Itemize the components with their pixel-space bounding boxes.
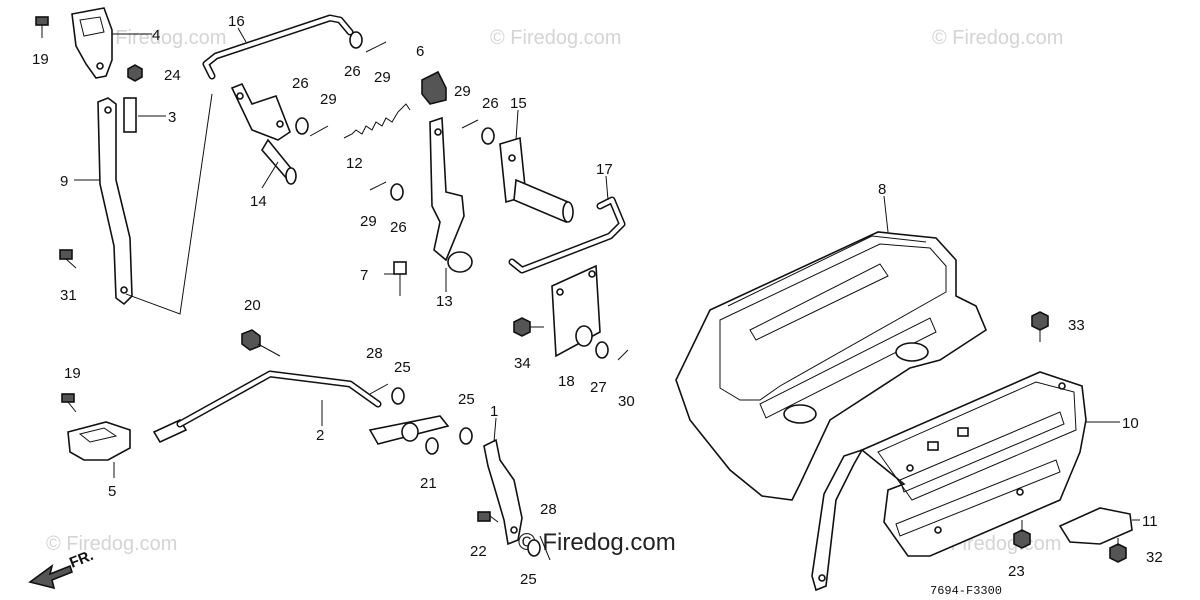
callout-17: 17 [596, 161, 613, 178]
part-rod-16 [202, 14, 354, 80]
part-bolt-19 [61, 393, 77, 413]
part-bolt-23 [1013, 520, 1031, 549]
part-knob-5 [67, 421, 131, 461]
part-washer-26 [295, 117, 309, 135]
part-bolt-33 [1031, 311, 1049, 342]
part-washer-25 [459, 427, 473, 445]
part-washer-21 [425, 437, 439, 455]
part-pin-30 [617, 349, 629, 361]
callout-23: 23 [1008, 563, 1025, 580]
part-bracket-13 [429, 116, 473, 273]
callout-26: 26 [482, 95, 499, 112]
watermark: © Firedog.com [490, 27, 621, 49]
callout-21: 21 [420, 475, 437, 492]
callout-6: 6 [416, 43, 424, 60]
part-pin-28 [369, 383, 389, 395]
callout-25: 25 [394, 359, 411, 376]
callout-34: 34 [514, 355, 531, 372]
part-nut-24 [127, 64, 143, 82]
part-plate-3 [123, 97, 137, 133]
part-bracket-10 [811, 371, 1087, 592]
callout-20: 20 [244, 297, 261, 314]
callout-29: 29 [320, 91, 337, 108]
callout-29: 29 [374, 69, 391, 86]
callout-2: 2 [316, 427, 324, 444]
part-washer-26 [390, 183, 404, 201]
callout-19: 19 [64, 365, 81, 382]
part-bolt-31 [59, 249, 77, 269]
part-arm-1 [483, 438, 523, 546]
watermark: © Firedog.com [95, 27, 226, 49]
front-direction-arrow [28, 564, 73, 590]
callout-25: 25 [520, 571, 537, 588]
callout-26: 26 [292, 75, 309, 92]
part-bracket-15 [499, 136, 574, 224]
part-cover-8 [675, 231, 987, 501]
callout-11: 11 [1142, 513, 1158, 530]
part-rod-2 [152, 370, 450, 445]
callout-30: 30 [618, 393, 635, 410]
callout-10: 10 [1122, 415, 1139, 432]
callout-26: 26 [390, 219, 407, 236]
part-rod-17 [508, 196, 626, 274]
part-washer-26 [481, 127, 495, 145]
part-knob-4 [71, 7, 113, 79]
callout-31: 31 [60, 287, 77, 304]
callout-numbers: 4 19 24 3 9 31 16 26 29 26 29 12 14 29 2… [32, 13, 1163, 588]
callout-12: 12 [346, 155, 363, 172]
callout-14: 14 [250, 193, 267, 210]
callout-29: 29 [454, 83, 471, 100]
part-pin-29 [309, 125, 329, 137]
callout-13: 13 [436, 293, 453, 310]
callout-29: 29 [360, 213, 377, 230]
leader-lines [74, 27, 1140, 521]
part-block-6 [421, 70, 447, 105]
callout-28: 28 [540, 501, 557, 518]
part-bracket-14 [230, 82, 297, 185]
part-pin-29 [461, 119, 479, 129]
part-bolt-32 [1109, 538, 1127, 563]
callout-24: 24 [164, 67, 181, 84]
callout-19: 19 [32, 51, 49, 68]
part-bolt-22 [477, 511, 499, 523]
part-bracket-11 [1058, 507, 1133, 545]
part-pin-29 [369, 181, 387, 191]
watermark: © Firedog.com [932, 27, 1063, 49]
leader-line [125, 93, 213, 315]
callout-33: 33 [1068, 317, 1085, 334]
part-washer-27 [595, 341, 609, 359]
part-spring-12 [343, 103, 411, 139]
callout-8: 8 [878, 181, 886, 198]
callout-26: 26 [344, 63, 361, 80]
callout-18: 18 [558, 373, 575, 390]
callout-15: 15 [510, 95, 527, 112]
callout-1: 1 [490, 403, 498, 420]
part-plate-18 [551, 264, 601, 358]
part-pin-28 [539, 535, 551, 561]
part-bolt-34 [513, 317, 544, 337]
callout-28: 28 [366, 345, 383, 362]
callout-32: 32 [1146, 549, 1163, 566]
part-washer-25 [527, 539, 541, 557]
diagram-code: 7694-F3300 [930, 584, 1002, 598]
callout-22: 22 [470, 543, 487, 560]
callout-9: 9 [60, 173, 68, 190]
callout-7: 7 [360, 267, 368, 284]
part-washer-26 [349, 31, 363, 49]
callout-4: 4 [152, 27, 160, 44]
callout-3: 3 [168, 109, 176, 126]
part-pin-29 [365, 41, 387, 53]
watermark: © Firedog.com [46, 533, 177, 555]
callout-16: 16 [228, 13, 245, 30]
part-stud-20 [241, 329, 281, 357]
callout-5: 5 [108, 483, 116, 500]
part-washer-25 [391, 387, 405, 405]
part-bolt-19 [35, 16, 49, 38]
callout-25: 25 [458, 391, 475, 408]
footer-watermark: © Firedog.com [518, 529, 676, 556]
part-bolt-7 [393, 261, 407, 296]
callout-27: 27 [590, 379, 607, 396]
